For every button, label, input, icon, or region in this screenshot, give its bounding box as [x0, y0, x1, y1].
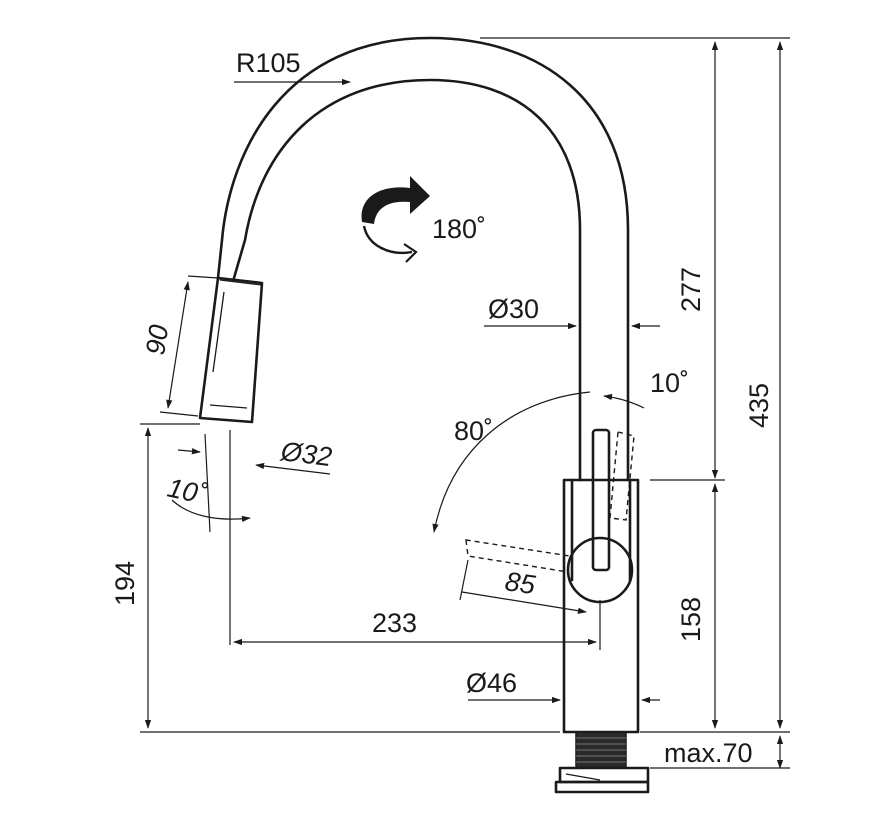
lever-handle [465, 428, 635, 604]
rotation-180-icon [361, 176, 430, 263]
label-90: 90 [140, 323, 174, 357]
label-277: 277 [676, 267, 706, 312]
label-233: 233 [372, 608, 417, 638]
label-rotation-180: 180˚ [432, 214, 486, 244]
spray-head [198, 276, 264, 645]
label-10deg-top: 10˚ [650, 368, 689, 398]
label-d32: Ø32 [278, 436, 333, 472]
label-194: 194 [110, 561, 140, 606]
dimension-labels: R105 180˚ Ø30 277 435 10˚ 80˚ 90 Ø32 10˚… [110, 48, 774, 768]
label-158: 158 [676, 597, 706, 642]
dimensions [140, 37, 790, 769]
faucet-body [562, 478, 640, 734]
label-d30: Ø30 [488, 294, 539, 324]
label-max70: max.70 [664, 738, 753, 768]
label-10deg-left: 10˚ [165, 473, 210, 511]
label-r105: R105 [236, 48, 301, 78]
label-80deg: 80˚ [454, 416, 493, 446]
spout-neck [216, 36, 630, 482]
label-435: 435 [744, 383, 774, 428]
label-85: 85 [503, 566, 538, 600]
mounting-shank [554, 731, 650, 794]
label-d46: Ø46 [466, 668, 517, 698]
